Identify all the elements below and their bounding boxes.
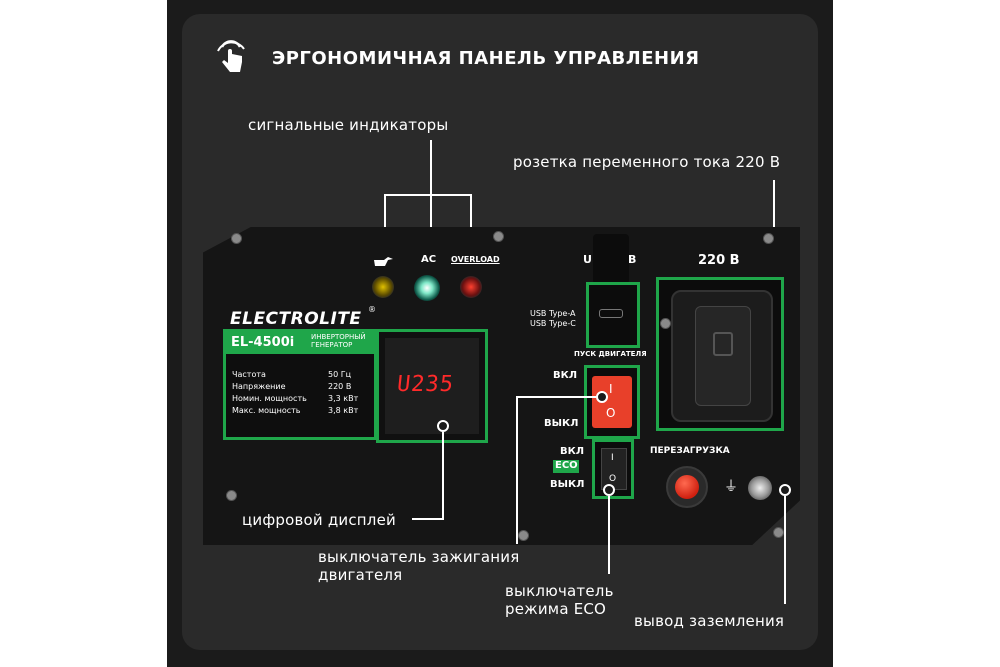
eco-callout-2: режима ECO [505, 600, 607, 618]
callout-line [516, 396, 596, 398]
engine-on-label: ВКЛ [553, 370, 578, 381]
eco-switch[interactable]: I O [601, 448, 627, 490]
brand-logo: ELECTROLITE [230, 309, 362, 329]
callout-line [608, 496, 610, 574]
engine-off-label: ВЫКЛ [544, 418, 579, 429]
callout-line [430, 194, 432, 244]
ac-outlet-callout: розетка переменного тока 220 В [513, 153, 781, 171]
digital-display-readout: U235 [395, 372, 456, 397]
indicators-callout: сигнальные индикаторы [248, 116, 449, 134]
callout-dot [779, 484, 791, 496]
usb-header-b: B [628, 253, 637, 266]
callout-dot [596, 391, 608, 403]
spec-row: Номин. мощность 3,3 кВт [232, 394, 359, 403]
page-title: ЭРГОНОМИЧНАЯ ПАНЕЛЬ УПРАВЛЕНИЯ [272, 48, 700, 69]
ac-indicator-label: AC [421, 254, 437, 265]
model-desc-1: ИНВЕРТОРНЫЙ [311, 333, 366, 341]
digital-display-frame: U235 [376, 329, 488, 443]
engine-start-label: ПУСК ДВИГАТЕЛЯ [574, 350, 647, 358]
eco-callout-1: выключатель [505, 582, 614, 600]
usb-c-port[interactable] [599, 309, 623, 318]
callout-line [384, 194, 386, 244]
usb-type-c-label: USB Type-C [530, 319, 576, 328]
panel-screw [226, 490, 237, 501]
panel-screw [493, 231, 504, 242]
ignition-switch-frame: I O [584, 365, 640, 439]
callout-line [430, 140, 432, 195]
touch-hand-icon [217, 40, 245, 72]
oil-can-icon [374, 257, 393, 266]
ac-outlet[interactable] [671, 290, 773, 422]
ignition-callout-1: выключатель зажигания [318, 548, 520, 566]
reset-button[interactable] [675, 475, 699, 499]
spec-plate: EL-4500i ИНВЕРТОРНЫЙ ГЕНЕРАТОР Частота 5… [223, 329, 377, 440]
display-callout: цифровой дисплей [242, 511, 396, 529]
eco-badge: ECO [553, 460, 579, 473]
eco-switch-frame: I O [592, 439, 634, 499]
spec-row: Частота 50 Гц [232, 370, 352, 379]
panel-screw [660, 318, 671, 329]
brand-reg-mark: ® [368, 305, 376, 314]
callout-line [384, 194, 472, 196]
spec-row: Макс. мощность 3,8 кВт [232, 406, 359, 415]
model-name: EL-4500i [231, 335, 295, 350]
spec-row: Напряжение 220 В [232, 382, 352, 391]
usb-header-u: U [583, 253, 592, 266]
callout-line [784, 496, 786, 604]
ground-terminal[interactable] [748, 476, 772, 500]
callout-line [516, 396, 518, 544]
eco-off-label: ВЫКЛ [550, 479, 585, 490]
eco-on-label: ВКЛ [560, 446, 585, 457]
overload-indicator-label: OVERLOAD [451, 255, 500, 264]
callout-line [442, 432, 444, 520]
model-desc-2: ГЕНЕРАТОР [311, 341, 353, 349]
overload-indicator-light [460, 276, 482, 298]
callout-line [412, 518, 444, 520]
ignition-callout-2: двигателя [318, 566, 403, 584]
callout-dot [603, 484, 615, 496]
callout-dot [437, 420, 449, 432]
panel-screw [518, 530, 529, 541]
ac-indicator-light [414, 275, 440, 301]
panel-screw [763, 233, 774, 244]
ground-callout: вывод заземления [634, 612, 785, 630]
outlet-label: 220 В [698, 253, 740, 268]
usb-type-a-label: USB Type-A [530, 309, 576, 318]
reset-button-housing [666, 466, 708, 508]
panel-screw [773, 527, 784, 538]
ac-outlet-frame [656, 277, 784, 431]
callout-line [470, 194, 472, 244]
panel-screw [231, 233, 242, 244]
oil-indicator-light [372, 276, 394, 298]
reset-label: ПЕРЕЗАГРУЗКА [650, 446, 730, 456]
usb-ports-frame [586, 282, 640, 348]
usb-cover[interactable] [593, 234, 629, 284]
ground-symbol-icon: ⏚ [724, 479, 738, 495]
